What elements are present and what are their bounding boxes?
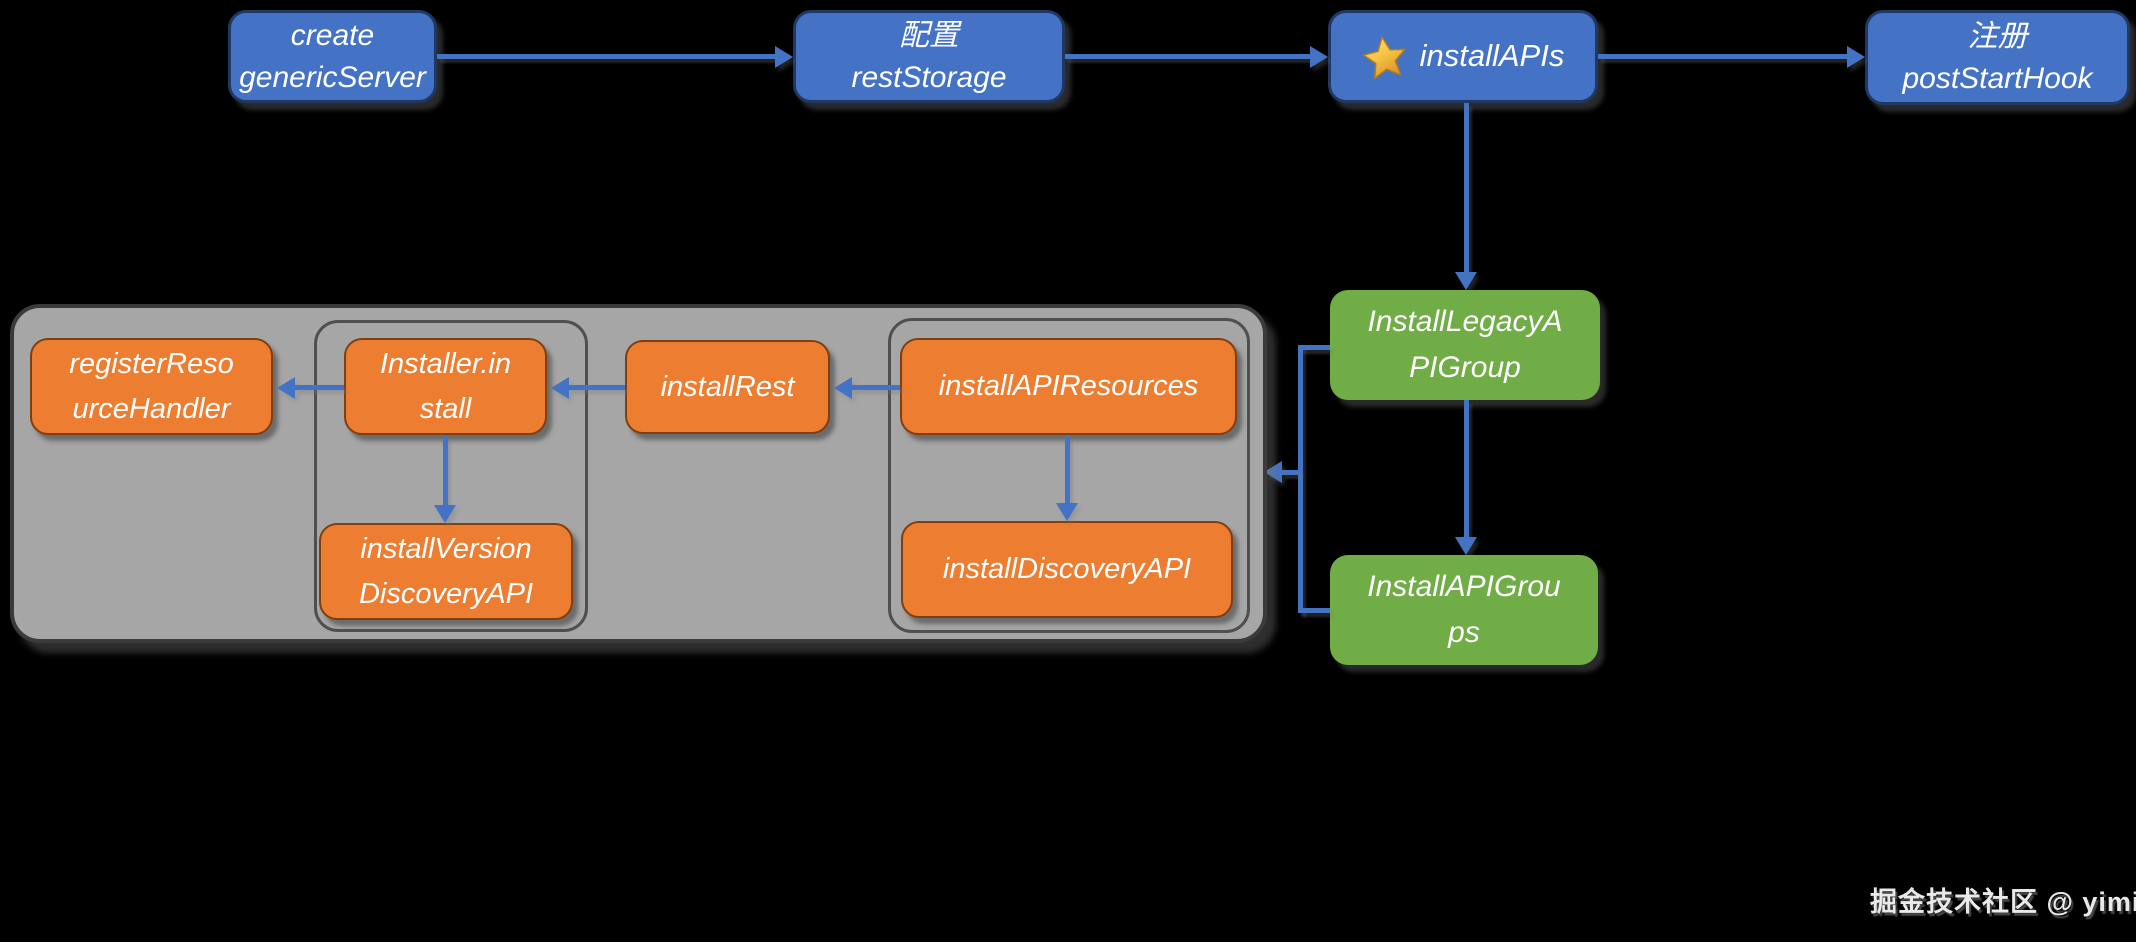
node-install-discovery-api: installDiscoveryAPI — [901, 521, 1233, 618]
arrowhead-left-icon — [1264, 461, 1282, 483]
arrowhead-left-icon — [834, 377, 852, 399]
arrow-installer-to-registerhandler — [295, 385, 344, 390]
node-label: Installer.in stall — [379, 347, 512, 425]
bracket-connector-arrow-line — [1282, 470, 1300, 475]
arrowhead-down-icon — [1455, 272, 1477, 290]
node-install-rest: installRest — [625, 340, 830, 434]
arrow-installrest-to-installer — [569, 385, 625, 390]
arrow-installapis-to-installlegacyapigroup — [1464, 103, 1469, 273]
node-register-resource-handler: registerReso urceHandler — [30, 338, 273, 435]
arrowhead-down-icon — [1455, 537, 1477, 555]
node-label: installVersion DiscoveryAPI — [358, 532, 534, 610]
node-label: installAPIResources — [938, 370, 1199, 403]
node-label: create genericServer — [239, 19, 426, 94]
arrow-create-to-reststorage — [437, 54, 775, 59]
node-install-api-groups: InstallAPIGrou ps — [1330, 555, 1598, 665]
arrowhead-down-icon — [1056, 503, 1078, 521]
node-create-generic-server: create genericServer — [228, 10, 437, 103]
node-installer-install: Installer.in stall — [344, 338, 547, 435]
node-post-start-hook: 注册 postStartHook — [1865, 10, 2130, 105]
bracket-connector-bottom-stub — [1300, 608, 1330, 613]
arrowhead-right-icon — [775, 46, 793, 68]
node-label: installRest — [660, 370, 795, 403]
node-install-api-resources: installAPIResources — [900, 338, 1237, 435]
arrowhead-left-icon — [551, 377, 569, 399]
arrow-apiresources-to-discoveryapi — [1065, 435, 1070, 505]
arrow-installlegacyapigroup-to-installapigroups — [1464, 400, 1469, 537]
node-label: installDiscoveryAPI — [942, 553, 1192, 586]
node-install-version-discovery-api: installVersion DiscoveryAPI — [319, 523, 573, 620]
node-install-legacy-api-group: InstallLegacyA PIGroup — [1330, 290, 1600, 400]
bracket-connector-vertical — [1298, 345, 1303, 613]
watermark: 掘金技术社区 @ yimi — [1870, 887, 2136, 917]
arrow-reststorage-to-installapis — [1065, 54, 1310, 59]
node-label: 配置 restStorage — [851, 19, 1007, 94]
arrow-installer-to-versiondiscovery — [443, 435, 448, 507]
subgroup-api-resources — [888, 318, 1250, 633]
node-label: installAPIs — [1419, 38, 1565, 74]
arrow-installapis-to-poststarthook — [1598, 54, 1847, 59]
node-label: 注册 postStartHook — [1902, 20, 2093, 95]
arrowhead-down-icon — [434, 505, 456, 523]
arrowhead-left-icon — [277, 377, 295, 399]
arrowhead-right-icon — [1310, 46, 1328, 68]
subgroup-installer — [314, 320, 588, 632]
arrow-apiresources-to-installrest — [852, 385, 900, 390]
node-label: InstallLegacyA PIGroup — [1367, 304, 1563, 385]
node-label: InstallAPIGrou ps — [1367, 569, 1561, 650]
node-install-apis: installAPIs — [1328, 10, 1598, 103]
node-label: registerReso urceHandler — [69, 347, 234, 425]
node-rest-storage: 配置 restStorage — [793, 10, 1065, 103]
arrowhead-right-icon — [1847, 46, 1865, 68]
star-icon — [1362, 35, 1406, 79]
bracket-connector-top-stub — [1300, 345, 1330, 350]
